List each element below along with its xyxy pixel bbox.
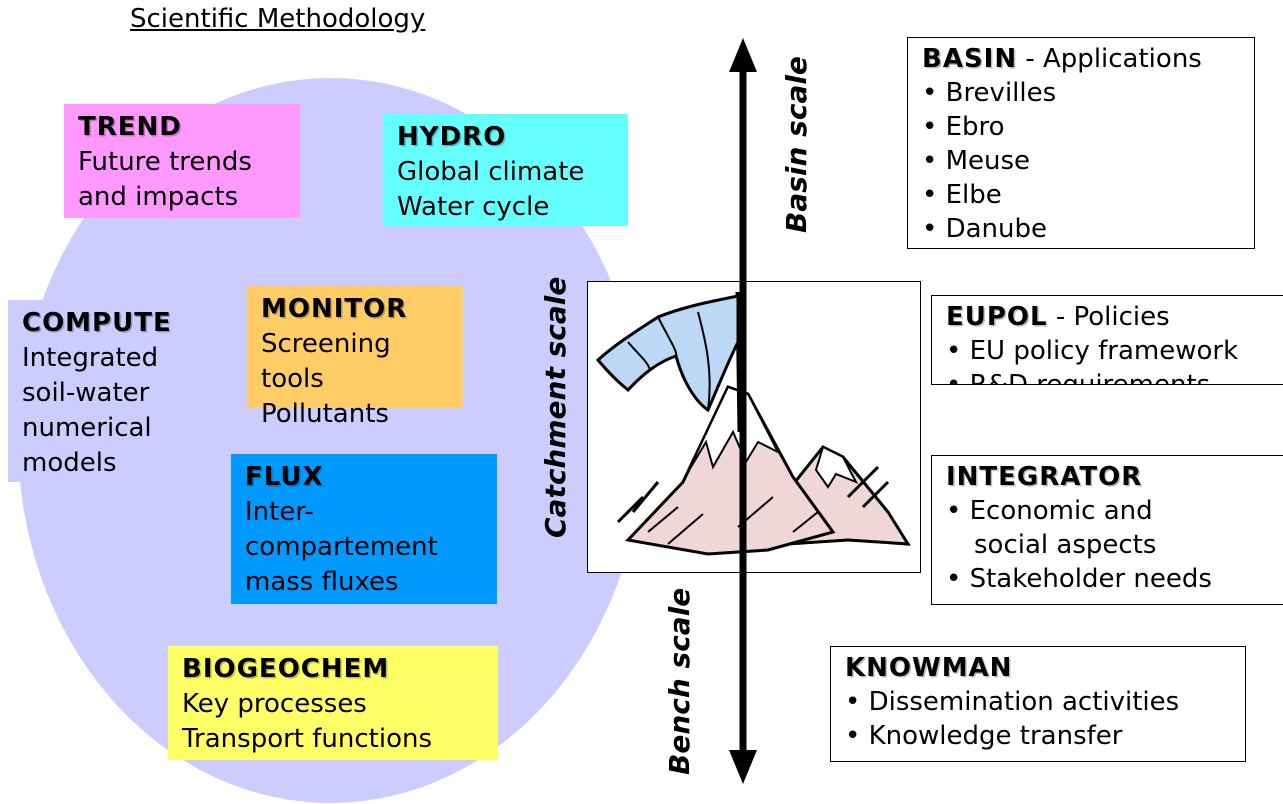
trend-heading: TREND [78, 112, 182, 142]
trend-line: and impacts [78, 182, 239, 212]
basin-item: • Meuse [922, 146, 1031, 176]
hydro-line: Global climate [397, 157, 585, 187]
eupol-heading: EUPOL [946, 302, 1048, 332]
integrator-item: • Stakeholder needs [946, 564, 1212, 594]
diagram-title: Scientific Methodology [130, 4, 426, 34]
flux-line: compartement [245, 532, 438, 562]
eupol-box: EUPOL - Policies • EU policy framework •… [931, 295, 1283, 385]
integrator-item: social aspects [974, 530, 1157, 560]
monitor-line: tools [261, 364, 324, 394]
hydro-box: HYDRO Global climate Water cycle [383, 114, 628, 226]
trend-line: Future trends [78, 147, 252, 177]
monitor-line: Screening [261, 329, 391, 359]
mountain-flag-icon [587, 281, 921, 573]
monitor-heading: MONITOR [261, 294, 408, 324]
basin-item: • Brevilles [922, 78, 1057, 108]
integrator-item: • Economic and [946, 496, 1153, 526]
basin-scale-label: Basin scale [780, 56, 813, 233]
biogeochem-heading: BIOGEOCHEM [182, 654, 390, 684]
compute-heading: COMPUTE [22, 308, 172, 338]
knowman-box: KNOWMAN • Dissemination activities • Kno… [830, 646, 1246, 762]
hydro-line: Water cycle [397, 192, 550, 222]
biogeochem-line: Key processes [182, 689, 367, 719]
eupol-subtitle: - Policies [1047, 302, 1170, 332]
integrator-box: INTEGRATOR • Economic and social aspects… [931, 455, 1283, 605]
hydro-heading: HYDRO [397, 122, 507, 152]
compute-line: numerical [22, 413, 152, 443]
knowman-item: • Knowledge transfer [845, 721, 1123, 751]
monitor-box: MONITOR Screening tools Pollutants [247, 286, 463, 429]
catchment-scale-label: Catchment scale [539, 276, 572, 538]
basin-item: • Ebro [922, 112, 1005, 142]
compute-line: soil-water [22, 378, 150, 408]
trend-box: TREND Future trends and impacts [64, 104, 300, 218]
biogeochem-line: Transport functions [182, 724, 433, 754]
basin-item: • Danube [922, 214, 1048, 244]
monitor-line: Pollutants [261, 399, 389, 429]
eupol-item: • R&D requirements [946, 370, 1211, 385]
flux-box: FLUX Inter- compartement mass fluxes [231, 454, 497, 604]
compute-box: COMPUTE Integrated soil-water numerical … [8, 300, 198, 482]
compute-line: Integrated [22, 343, 159, 373]
biogeochem-box: BIOGEOCHEM Key processes Transport funct… [168, 646, 498, 760]
flux-line: mass fluxes [245, 567, 399, 597]
basin-heading: BASIN [922, 44, 1018, 74]
basin-subtitle: - Applications [1017, 44, 1202, 74]
basin-box: BASIN - Applications • Brevilles • Ebro … [907, 37, 1255, 249]
integrator-heading: INTEGRATOR [946, 462, 1143, 492]
compute-line: models [22, 448, 117, 478]
flux-heading: FLUX [245, 462, 324, 492]
basin-item: • Elbe [922, 180, 1002, 210]
knowman-heading: KNOWMAN [845, 653, 1013, 683]
eupol-item: • EU policy framework [946, 336, 1239, 366]
flux-line: Inter- [245, 497, 314, 527]
bench-scale-label: Bench scale [663, 587, 696, 775]
knowman-item: • Dissemination activities [845, 687, 1180, 717]
